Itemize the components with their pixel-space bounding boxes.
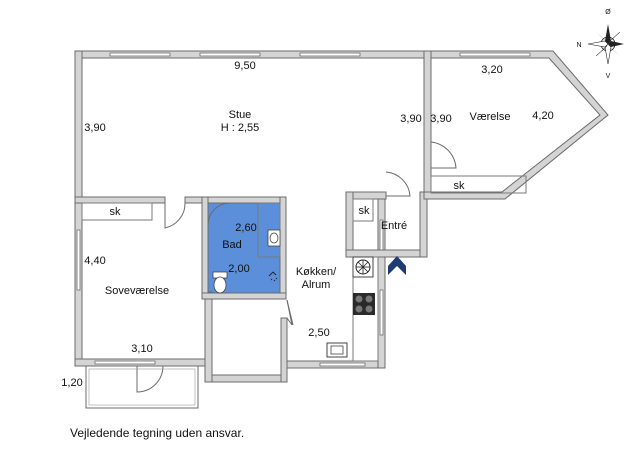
dim-vaerelse-width: 3,20: [481, 64, 502, 76]
room-label-sovevaerelse: Soveværelse: [105, 285, 169, 297]
stove-icon: [353, 293, 375, 315]
dim-stue-depth-right: 3,90: [400, 113, 421, 125]
dim-bad-width: 2,60: [235, 222, 256, 234]
dim-bad-depth: 2,00: [228, 263, 249, 275]
compass-north: N: [576, 42, 581, 49]
doors: [136, 141, 457, 393]
room-label-kokken-line1: Køkken/: [296, 266, 337, 278]
closet-label-stue: sk: [110, 206, 122, 218]
dim-kokken-width: 2,50: [308, 327, 329, 339]
dim-stue-depth-left: 3,90: [84, 122, 105, 134]
dim-altan-depth: 1,20: [61, 377, 82, 389]
kitchen-fixtures: [326, 256, 379, 362]
disclaimer-text: Vejledende tegning uden ansvar.: [70, 426, 244, 440]
closet-label-vaerelse: sk: [454, 180, 466, 192]
compass-east: Ø: [605, 9, 611, 16]
windows: [76, 52, 531, 367]
room-label-stue: Stue: [229, 109, 252, 121]
room-label-vaerelse: Værelse: [470, 111, 511, 123]
room-label-bad: Bad: [222, 239, 242, 251]
entre-closet: [352, 198, 374, 222]
room-label-kokken-line2: Alrum: [302, 279, 331, 291]
vaerelse-outer-wall: [423, 50, 609, 200]
dim-vaerelse-depth-left: 3,90: [430, 113, 451, 125]
closet-label-entre: sk: [359, 205, 371, 217]
entrance-arrow-icon: [388, 256, 406, 275]
interior-walls: [74, 196, 288, 383]
compass-needle-icon: [605, 24, 611, 44]
balcony-rail: [88, 368, 196, 406]
compass-rose: Ø N V: [576, 9, 624, 80]
dim-stue-width: 9,50: [234, 60, 255, 72]
compass-west: V: [606, 73, 611, 80]
kitchen-sink-icon: [326, 342, 348, 358]
room-height-stue: H : 2,55: [221, 122, 260, 134]
stue-closet: [81, 202, 153, 221]
dim-sove-width: 3,10: [131, 343, 152, 355]
shower-icon: [268, 271, 278, 282]
vaerelse-closet: [430, 175, 527, 194]
dim-vaerelse-depth-right: 4,20: [532, 110, 553, 122]
room-label-entre: Entré: [381, 220, 407, 232]
balcony: [85, 365, 199, 409]
dim-sove-depth: 4,40: [84, 255, 105, 267]
sink-icon: [267, 229, 281, 247]
bathroom-fixtures: [212, 229, 281, 294]
